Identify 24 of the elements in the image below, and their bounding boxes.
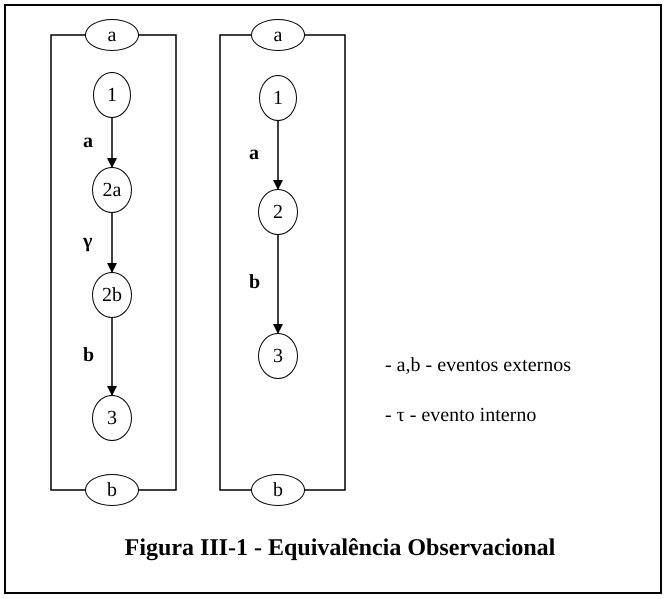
state-ellipse: a [251, 19, 305, 51]
state-ellipse: 1 [93, 72, 131, 118]
state-ellipse: b [85, 474, 139, 506]
arrow [107, 318, 117, 396]
figure-caption: Figura III-1 - Equivalência Observacional [124, 534, 556, 563]
state-ellipse: 3 [258, 333, 298, 379]
connector-line [139, 34, 177, 491]
state-ellipse: 1 [259, 75, 297, 121]
arrow [107, 118, 117, 168]
connector-line [305, 34, 346, 491]
state-ellipse: 2a [92, 167, 132, 213]
connector-line [219, 34, 251, 491]
legend-note: - a,b - eventos externos [385, 353, 572, 378]
arrow [273, 235, 283, 334]
state-ellipse: 2 [258, 189, 298, 235]
state-ellipse: 2b [92, 272, 132, 318]
state-ellipse: a [85, 19, 139, 51]
edge-label: b [82, 344, 96, 364]
legend-note: - τ - evento interno [385, 403, 536, 428]
arrow [273, 121, 283, 190]
connector-line [50, 34, 85, 491]
state-ellipse: 3 [92, 395, 132, 441]
arrow [107, 213, 117, 273]
state-ellipse: b [251, 474, 305, 506]
